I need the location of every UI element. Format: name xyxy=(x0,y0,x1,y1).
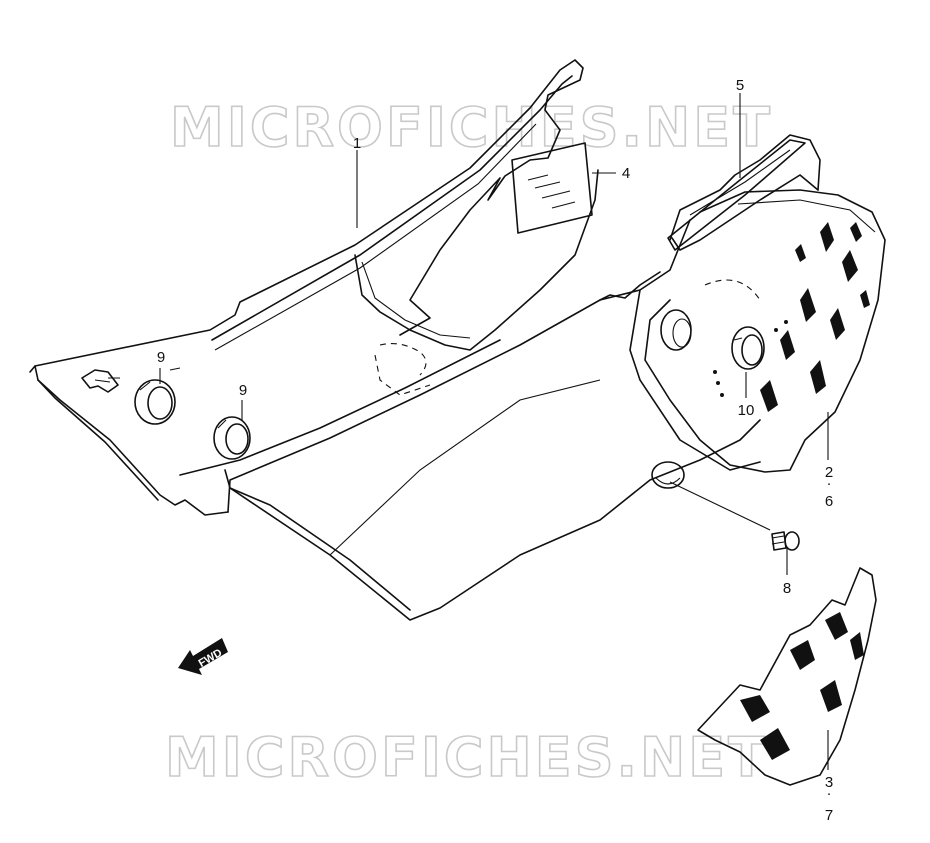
callout-sep-2-6: · xyxy=(827,475,832,492)
grommet-part-9b xyxy=(213,416,251,460)
callout-5: 5 xyxy=(736,77,744,94)
grommet-part-9a xyxy=(134,379,176,425)
fwd-arrow-icon: FWD xyxy=(178,638,228,675)
grommet-part-10 xyxy=(731,326,765,370)
callout-1: 1 xyxy=(353,135,361,152)
callout-8: 8 xyxy=(783,580,791,597)
leader-lines xyxy=(108,93,829,770)
callout-6: 6 xyxy=(825,493,833,510)
callout-4: 4 xyxy=(622,165,630,182)
watermark-top: MICROFICHES.NET xyxy=(170,96,773,159)
emblem-part xyxy=(697,567,877,786)
frame-cover-part xyxy=(29,59,821,621)
callout-2: 2 xyxy=(825,464,833,481)
callout-9b: 9 xyxy=(239,382,247,399)
callout-3: 3 xyxy=(825,774,833,791)
strip-part xyxy=(667,139,806,251)
label-part xyxy=(511,142,593,234)
callout-sep-3-7: · xyxy=(827,785,832,802)
callout-7: 7 xyxy=(825,807,833,824)
callout-labels: 1 4 5 9 9 10 2 · 6 8 3 · 7 xyxy=(157,77,833,824)
callout-10: 10 xyxy=(738,402,755,419)
watermark-bottom: MICROFICHES.NET xyxy=(165,726,768,789)
screw-part xyxy=(771,531,800,551)
callout-9a: 9 xyxy=(157,349,165,366)
side-cover-part xyxy=(644,189,886,473)
fwd-label: FWD xyxy=(197,647,225,670)
